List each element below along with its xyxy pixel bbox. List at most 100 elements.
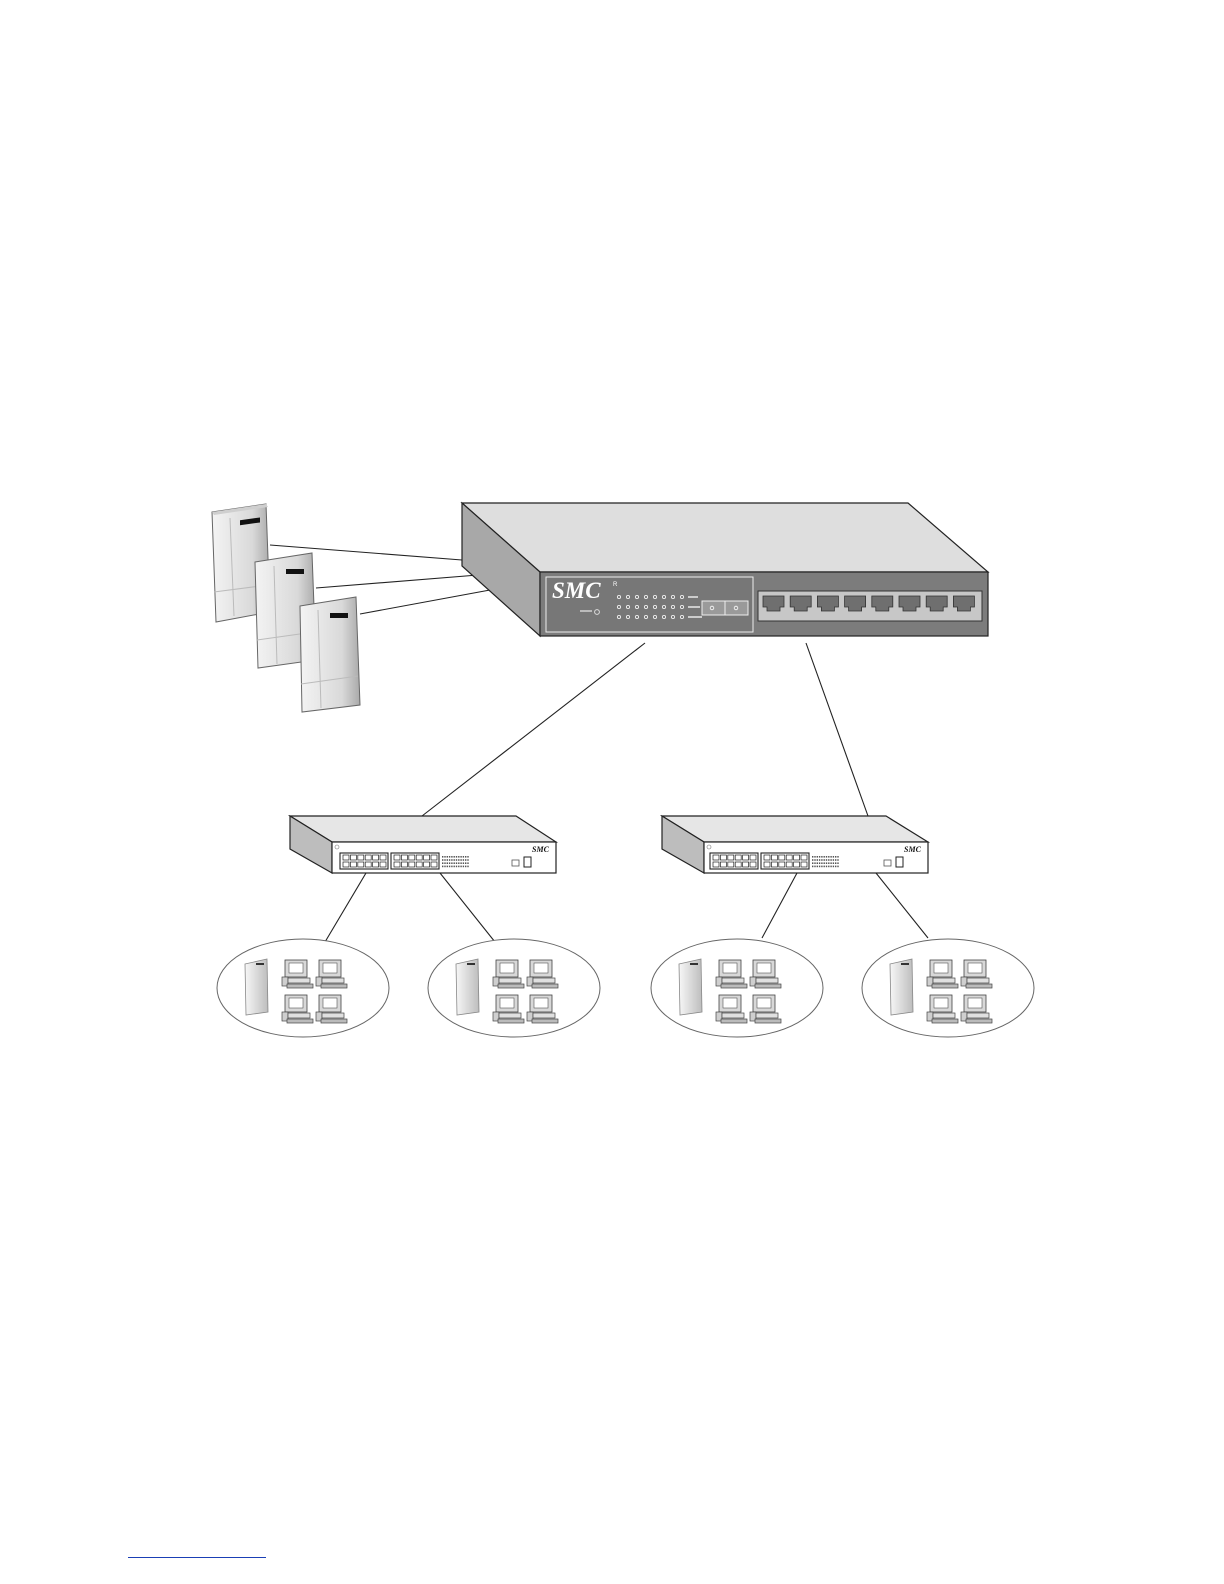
server-tower-icon <box>679 959 702 1015</box>
rj45-port-icon <box>735 855 741 860</box>
rj45-port-icon <box>401 862 407 867</box>
status-led <box>447 856 448 858</box>
cable-server-3 <box>360 590 490 614</box>
status-led <box>821 859 822 861</box>
rj45-port-icon <box>401 855 407 860</box>
status-led <box>812 859 813 861</box>
status-led <box>454 866 455 868</box>
rj45-port-icon <box>358 862 364 867</box>
status-led <box>821 866 822 868</box>
rj45-port-icon <box>373 855 379 860</box>
rj45-port-icon <box>416 862 422 867</box>
status-led <box>456 866 457 868</box>
rj45-port-icon <box>343 855 349 860</box>
rj45-port-icon <box>394 855 400 860</box>
rj45-port-icon <box>358 855 364 860</box>
status-led <box>467 859 468 861</box>
rj45-port-icon <box>713 862 719 867</box>
status-led <box>463 859 464 861</box>
status-led <box>824 856 825 858</box>
workgroup-cluster-icon <box>862 939 1034 1037</box>
edge-switch-1: SMC <box>290 816 556 873</box>
status-led <box>449 859 450 861</box>
status-led <box>826 859 827 861</box>
smc-logo: SMC <box>552 578 601 603</box>
rj45-port-icon <box>431 855 437 860</box>
rj45-port-icon <box>365 862 371 867</box>
status-led <box>828 866 829 868</box>
cable-edge1-to-group-1 <box>325 873 366 942</box>
rj45-port-icon <box>779 855 785 860</box>
cable-server-2 <box>316 575 478 588</box>
status-led <box>460 856 461 858</box>
status-led <box>454 859 455 861</box>
status-led <box>465 859 466 861</box>
rj45-port-icon <box>743 862 749 867</box>
rj45-port-icon <box>416 855 422 860</box>
rj45-port-icon <box>743 855 749 860</box>
workgroups <box>217 939 1034 1037</box>
status-led <box>465 862 466 864</box>
rj45-port-icon <box>350 855 356 860</box>
status-led <box>817 859 818 861</box>
status-led <box>454 862 455 864</box>
status-led <box>833 859 834 861</box>
status-led <box>442 856 443 858</box>
status-led <box>833 856 834 858</box>
rj45-port-icon <box>394 862 400 867</box>
status-led <box>833 862 834 864</box>
rj45-port-icon <box>343 862 349 867</box>
status-led <box>444 856 445 858</box>
status-led <box>835 859 836 861</box>
status-led <box>442 859 443 861</box>
server-tower-icon <box>245 959 268 1015</box>
status-led <box>826 862 827 864</box>
status-led <box>460 862 461 864</box>
rj45-port-icon <box>380 855 386 860</box>
rj45-port-icon <box>750 862 756 867</box>
rj45-port-icon <box>720 855 726 860</box>
status-led <box>449 866 450 868</box>
workgroup-cluster-icon <box>651 939 823 1037</box>
status-led <box>456 856 457 858</box>
status-led <box>467 862 468 864</box>
status-led <box>824 859 825 861</box>
rj45-port-icon <box>786 855 792 860</box>
status-led <box>824 866 825 868</box>
rj45-port-icon <box>786 862 792 867</box>
status-led <box>444 866 445 868</box>
rj45-port-icon <box>801 862 807 867</box>
rj45-port-icon <box>771 862 777 867</box>
status-led <box>824 862 825 864</box>
cable-core-to-edge-2 <box>806 643 868 816</box>
status-led <box>817 862 818 864</box>
cable-edge1-to-group-2 <box>440 873 495 942</box>
status-led <box>814 856 815 858</box>
rj45-port-icon <box>764 862 770 867</box>
status-led <box>460 859 461 861</box>
status-led <box>819 866 820 868</box>
status-led <box>442 866 443 868</box>
workgroup-cluster-icon <box>428 939 600 1037</box>
status-led <box>451 856 452 858</box>
status-led <box>830 866 831 868</box>
status-led <box>463 866 464 868</box>
rj45-port-icon <box>409 862 415 867</box>
rj45-port-icon <box>735 862 741 867</box>
trademark-mark: R <box>613 582 618 588</box>
status-led <box>833 866 834 868</box>
edge-switch-2: SMC <box>662 816 928 873</box>
status-led <box>463 862 464 864</box>
status-led <box>835 856 836 858</box>
status-led <box>837 862 838 864</box>
status-led <box>458 866 459 868</box>
core-switch: SMC R <box>462 503 988 636</box>
rj45-port-icon <box>350 862 356 867</box>
status-led <box>828 859 829 861</box>
status-led <box>837 856 838 858</box>
status-led <box>456 862 457 864</box>
rj45-port-icon <box>424 862 430 867</box>
status-led <box>458 859 459 861</box>
rj45-port-icon <box>728 862 734 867</box>
